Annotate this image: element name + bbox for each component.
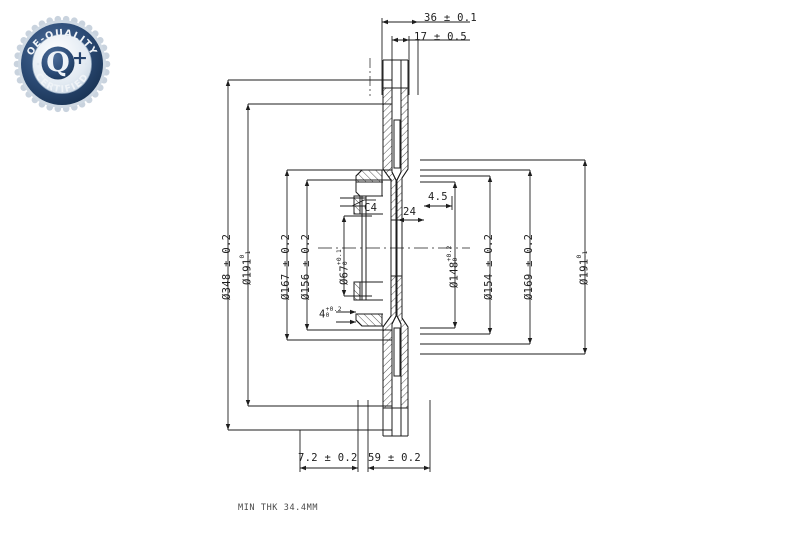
depth-4-lower: 0 xyxy=(325,312,330,320)
oe-quality-certified-badge: Q + OE-QUALITY CERTIFIED xyxy=(8,12,116,116)
dim-label-4p5: 4.5 xyxy=(428,191,448,203)
dim-label-c4: C4 xyxy=(364,202,378,214)
dim-d169-frame xyxy=(420,169,533,345)
dim-label-top-36: 36 ± 0.1 xyxy=(424,12,477,24)
chamfer-block-upper xyxy=(353,195,361,215)
disc-cross-section xyxy=(353,59,409,437)
dim-4p5 xyxy=(424,196,453,210)
dim-d191-right-frame xyxy=(420,159,588,355)
badge-svg: Q + OE-QUALITY CERTIFIED xyxy=(13,15,111,113)
badge-q-plus-mark: Q + xyxy=(41,46,88,80)
dim-label-bottom-59: 59 ± 0.2 xyxy=(368,452,421,464)
depth-4-value: 4 xyxy=(319,308,326,321)
dim-label-d169: Ø169 ± 0.2 xyxy=(523,233,535,300)
dim-label-d154: Ø154 ± 0.2 xyxy=(483,233,495,300)
chamfer-block-lower xyxy=(353,281,361,301)
vent-slot-upper xyxy=(393,119,401,169)
dim-d154-frame xyxy=(420,175,493,335)
d67-lower: 0 xyxy=(342,261,350,266)
dim-bottom-59 xyxy=(367,400,431,472)
badge-plus-sign: + xyxy=(72,47,88,69)
dim-depth-4 xyxy=(336,309,356,325)
d191-left-lower: -1 xyxy=(245,250,253,259)
vent-slot-lower xyxy=(393,327,401,377)
d67-value: Ø67 xyxy=(338,265,351,285)
dim-label-d156: Ø156 ± 0.2 xyxy=(300,233,312,300)
badge-q-letter: Q xyxy=(46,48,70,79)
dim-label-top-17: 17 ± 0.5 xyxy=(414,31,467,43)
d191-right-value: Ø191 xyxy=(578,258,591,286)
dim-d191-left-frame xyxy=(245,103,392,407)
depth-4-upper: +0.2 xyxy=(325,306,342,313)
dim-top-17 xyxy=(391,36,470,95)
dim-top-36 xyxy=(381,18,470,95)
dim-label-d167: Ø167 ± 0.2 xyxy=(280,233,292,300)
dim-label-d348: Ø348 ± 0.2 xyxy=(221,233,233,300)
d148-lower: 0 xyxy=(452,257,460,262)
min-thickness-note: MIN THK 34.4MM xyxy=(238,503,319,513)
flange-upper-relief xyxy=(355,181,383,197)
d191-left-value: Ø191 xyxy=(241,258,254,286)
dim-label-bottom-7p2: 7.2 ± 0.2 xyxy=(298,452,358,464)
dim-bottom-7p2 xyxy=(299,400,359,472)
d148-value: Ø148 xyxy=(448,261,461,289)
dim-d348-frame xyxy=(225,79,392,431)
d191-right-lower: -1 xyxy=(582,250,590,259)
dim-d148-frame xyxy=(420,181,458,329)
dim-label-24: 24 xyxy=(403,206,417,218)
